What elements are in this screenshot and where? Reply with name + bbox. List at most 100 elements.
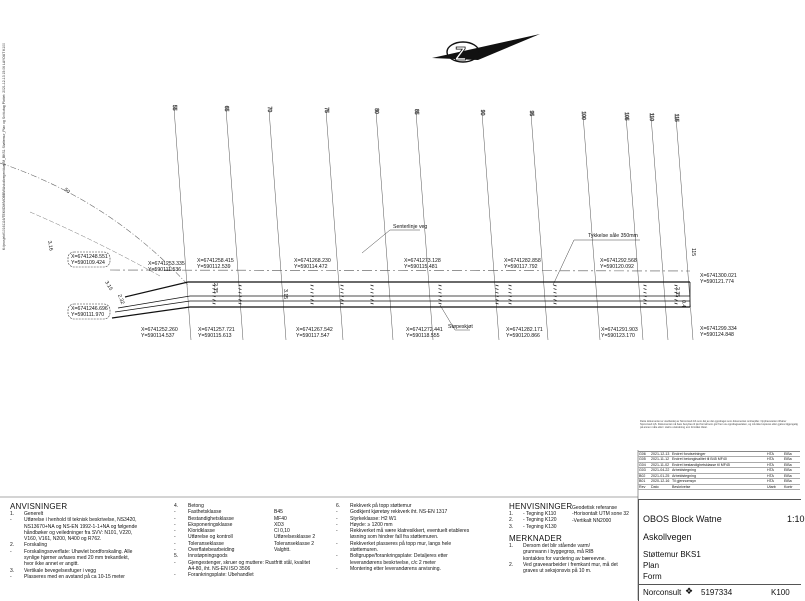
betong-key-4: Utførelse og kontroll — [188, 534, 233, 541]
joint-tick-3-3 — [340, 295, 344, 298]
station-label-115: 115 — [673, 114, 679, 122]
anvisning-1-marker: - — [10, 517, 12, 524]
coord-top-4-x: X=6741273.128 — [404, 258, 441, 264]
betong-value-5: Toleranseklasse 2 — [274, 540, 315, 547]
station-line-65 — [225, 108, 244, 341]
joint-tick-4-1 — [370, 288, 374, 290]
revision-date-1: 2021-11-12 — [651, 457, 670, 462]
rekkverk-row-8: leverandørens beskrivelse, c/c 2 meter — [336, 560, 506, 566]
rekkverk-row-5: - Rekkverket plasseres på topp mur, langs… — [336, 541, 506, 547]
station-line-95 — [530, 113, 549, 341]
anvisning-6-text: Forskalingsoverflate: Uhøvlet bordforska… — [24, 548, 133, 555]
joint-tick-5-2 — [438, 291, 442, 294]
rekkverk-row-3: -Rekkverket må være klatresikkert, event… — [336, 528, 506, 534]
rekkverk-row-4: løsning som hindrer fall fra støttemuren… — [336, 534, 506, 540]
revision-code-4: B02 — [639, 473, 646, 478]
joint-tick-5-0 — [438, 284, 442, 287]
betong-value-0: B45 — [274, 509, 283, 516]
rekkverk-row-0-marker: - — [336, 509, 338, 516]
innstop-title: Innstøpningsgods — [188, 553, 228, 560]
joint-tick-0-1 — [212, 288, 216, 290]
joint-tick-7-5 — [508, 302, 512, 305]
henvisning-2-marker: 3. — [509, 523, 514, 530]
merknad-1-text: grunnvann i byggegrop, må RIB — [523, 549, 594, 556]
road-centerline — [109, 269, 691, 272]
revision-date-4: 2021-01-25 — [651, 473, 670, 478]
coord-top-5-y: Y=590117.792 — [504, 264, 538, 270]
rekkverk-row-5-marker: - — [336, 540, 338, 547]
station-top-right-label: 115 — [690, 248, 696, 256]
rekkverk-row-5-text: Rekkverket plasseres på topp mur, langs … — [350, 540, 452, 547]
joint-tick-3-2 — [340, 291, 344, 294]
betong-value-1: MF40 — [274, 515, 287, 522]
betong-title: Betong — [188, 503, 204, 509]
joint-tick-1-0 — [238, 284, 242, 287]
merknader-block: MERKNADER 1.Dersom det blir stående varm… — [509, 534, 637, 574]
coord-top-2-x: X=6741258.415 — [197, 258, 234, 264]
innstop-number: 5. — [174, 553, 179, 560]
joint-tick-5-5 — [438, 302, 442, 305]
rekkverk-row-9: -Montering etter leverandørens anvisning… — [336, 566, 506, 572]
joint-tick-2-0 — [310, 284, 314, 287]
anvisning-3: håndbøker og veiledninger fra SVV: N101,… — [10, 530, 175, 536]
revision-date-6: Dato — [651, 484, 659, 489]
joint-tick-2-1 — [310, 288, 314, 290]
betong-key-0: Fasthetsklasse — [188, 509, 222, 516]
coord-bottom-3-y: Y=590117.547 — [296, 333, 330, 339]
joint-tick-1-5 — [238, 302, 242, 305]
betong-value-3: Cl 0,10 — [274, 528, 290, 535]
betong-value-2: XD3 — [274, 521, 284, 528]
revision-clouds — [67, 251, 111, 320]
dim-1: 3.15 — [103, 280, 113, 292]
station-line-70 — [268, 109, 287, 341]
joint-tick-1-4 — [238, 299, 242, 301]
anvisning-10-marker: - — [10, 573, 12, 580]
station-label-85: 85 — [413, 109, 419, 115]
rekkverk-row-3-text: Rekkverket må være klatresikkert, eventu… — [350, 528, 470, 535]
coord-bottom-4-x: X=6741272.441 — [406, 327, 443, 333]
anvisning-0-text: Generelt — [24, 511, 44, 517]
henvisning-0-text: - Tegning K110 — [523, 511, 557, 517]
anvisning-8: hvor ikke annet er angitt. — [10, 561, 175, 567]
betong-value-4: Utførelsesklasse 2 — [274, 534, 316, 541]
joint-tick-1-1 — [238, 288, 242, 290]
rekkverk-title: Rekkverk på topp støttemur — [350, 503, 412, 509]
coord-top-1-y: Y=590111.536 — [148, 267, 181, 273]
revision-by-4: HTA — [767, 473, 774, 478]
joint-tick-5-4 — [438, 299, 442, 301]
joint-tick-4-5 — [370, 302, 374, 305]
joint-tick-8-0 — [553, 284, 557, 287]
merknader-list: 1.Dersom det blir stående varm/grunnvann… — [509, 543, 637, 574]
rekkverk-row-0-text: Godkjent kjøretøy rekkverk iht. NS-EN 13… — [350, 509, 448, 516]
scale: 1:10 — [787, 514, 805, 524]
joint-tick-6-2 — [495, 291, 499, 294]
merknad-2-text: kontaktes for vurdering av bæreevne. — [523, 555, 606, 562]
merknad-3: 2.Ved graveearbeider i fremkant mur, må … — [509, 562, 637, 568]
anvisning-2-text: NS13670+NA og NS-EN 1992-1-1+NA og følge… — [24, 523, 138, 530]
anvisning-0-marker: 1. — [10, 511, 15, 517]
joint-tick-7-4 — [508, 299, 512, 301]
merknad-3-marker: 2. — [509, 561, 514, 568]
coord-top-6-x: X=6741292.568 — [600, 258, 637, 264]
joint-tick-3-1 — [340, 288, 344, 290]
joint-tick-6-5 — [495, 302, 499, 305]
company-logo-icon: ❖ — [685, 586, 694, 596]
rekkverk-row-6: støttemuren. — [336, 547, 506, 553]
joint-tick-6-1 — [495, 288, 499, 290]
joint-tick-10-5 — [674, 302, 678, 305]
station-label-100: 100 — [580, 111, 586, 120]
anvisninger-title: ANVISNINGER — [10, 502, 68, 511]
coord-top-7-y: Y=590121.774 — [700, 279, 734, 285]
revision-code-1: G05 — [639, 457, 646, 462]
joint-tick-10-0 — [674, 284, 678, 287]
revision-by-0: HTA — [767, 452, 774, 456]
rekkverk-row-9-text: Montering etter leverandørens anvisning. — [350, 565, 441, 572]
betong-key-2: Eksponeringsklasse — [188, 521, 233, 528]
revision-chk-4: EiBa — [784, 473, 792, 478]
joint-tick-6-0 — [495, 284, 499, 287]
joint-tick-3-4 — [340, 299, 344, 301]
joint-tick-8-3 — [553, 295, 557, 298]
joint-tick-9-0 — [643, 284, 647, 287]
